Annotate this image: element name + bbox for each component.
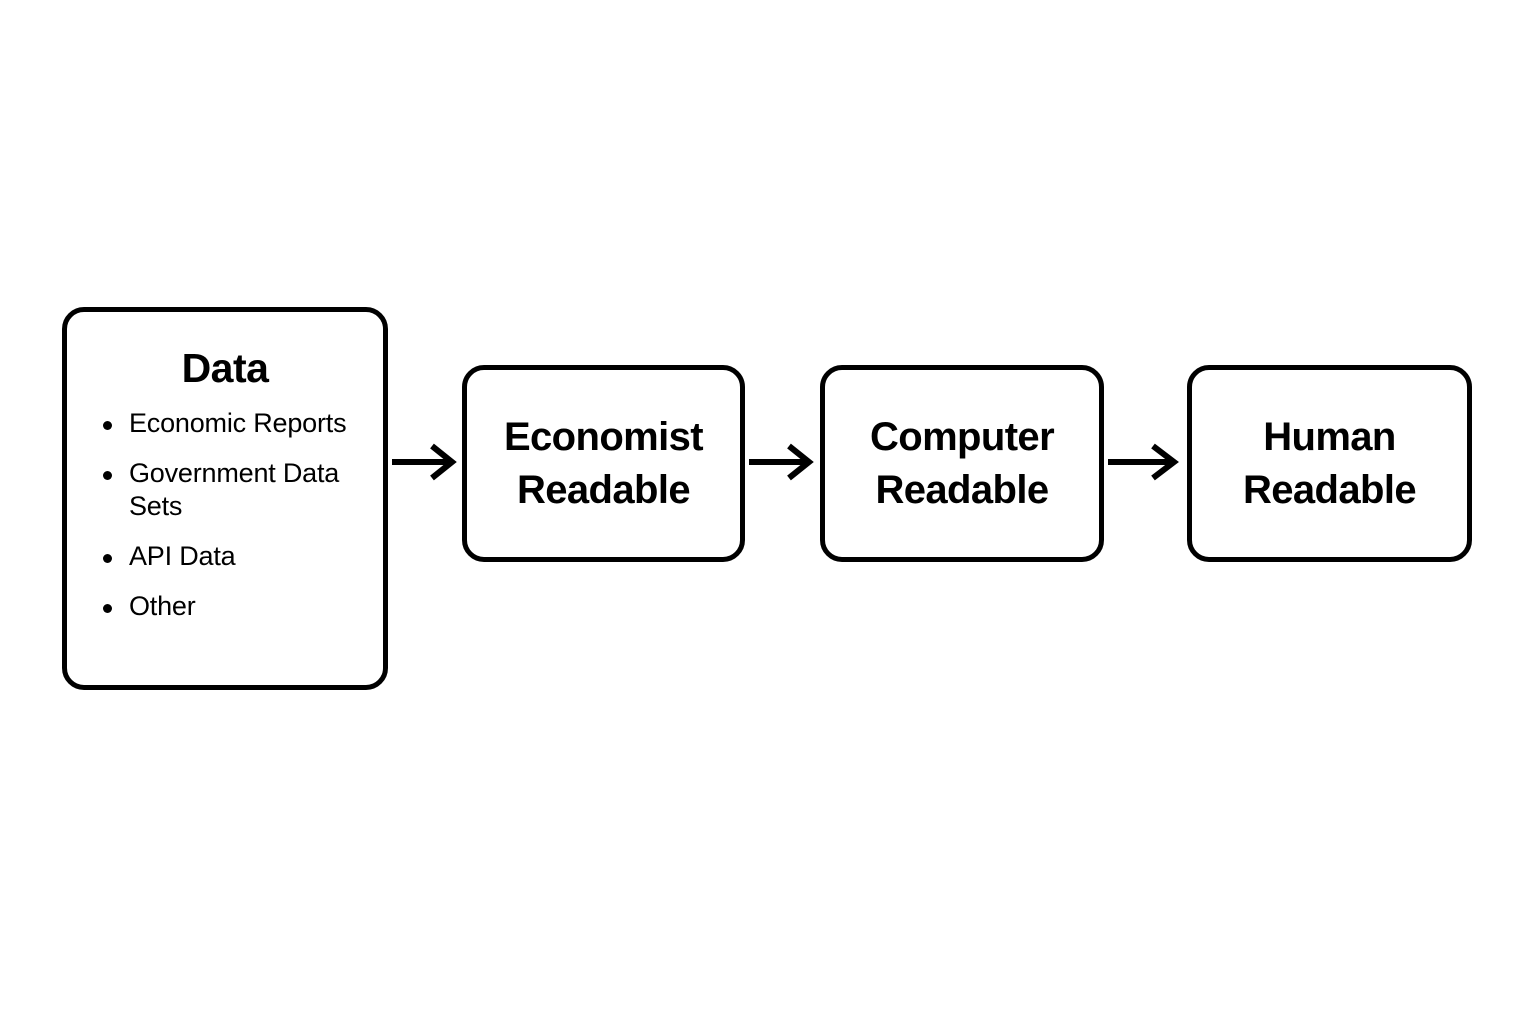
bullet-point-icon bbox=[103, 603, 112, 613]
list-item: Other bbox=[101, 590, 363, 623]
list-item-label: API Data bbox=[129, 540, 236, 571]
node-data-list: Economic Reports Government Data Sets AP… bbox=[87, 407, 363, 623]
node-human-readable[interactable]: Human Readable bbox=[1187, 365, 1472, 562]
list-item: API Data bbox=[101, 540, 363, 573]
node-computer-readable-label: Computer Readable bbox=[869, 414, 1055, 512]
bullet-point-icon bbox=[103, 421, 112, 431]
list-item-label: Other bbox=[129, 590, 196, 621]
node-economist-readable[interactable]: Economist Readable bbox=[462, 365, 745, 562]
arrow-right-icon bbox=[392, 437, 460, 487]
node-economist-readable-label: Economist Readable bbox=[503, 414, 704, 512]
list-item: Government Data Sets bbox=[101, 457, 363, 523]
node-data[interactable]: Data Economic Reports Government Data Se… bbox=[62, 307, 388, 690]
arrow-right-icon bbox=[1108, 437, 1183, 487]
node-human-readable-label: Human Readable bbox=[1242, 414, 1417, 512]
list-item-label: Government Data Sets bbox=[129, 457, 340, 521]
list-item: Economic Reports bbox=[101, 407, 363, 440]
bullet-point-icon bbox=[103, 470, 112, 480]
arrow-right-icon bbox=[749, 437, 817, 487]
bullet-point-icon bbox=[103, 553, 112, 563]
list-item-label: Economic Reports bbox=[129, 408, 347, 438]
node-data-title: Data bbox=[181, 345, 269, 391]
node-computer-readable[interactable]: Computer Readable bbox=[820, 365, 1104, 562]
